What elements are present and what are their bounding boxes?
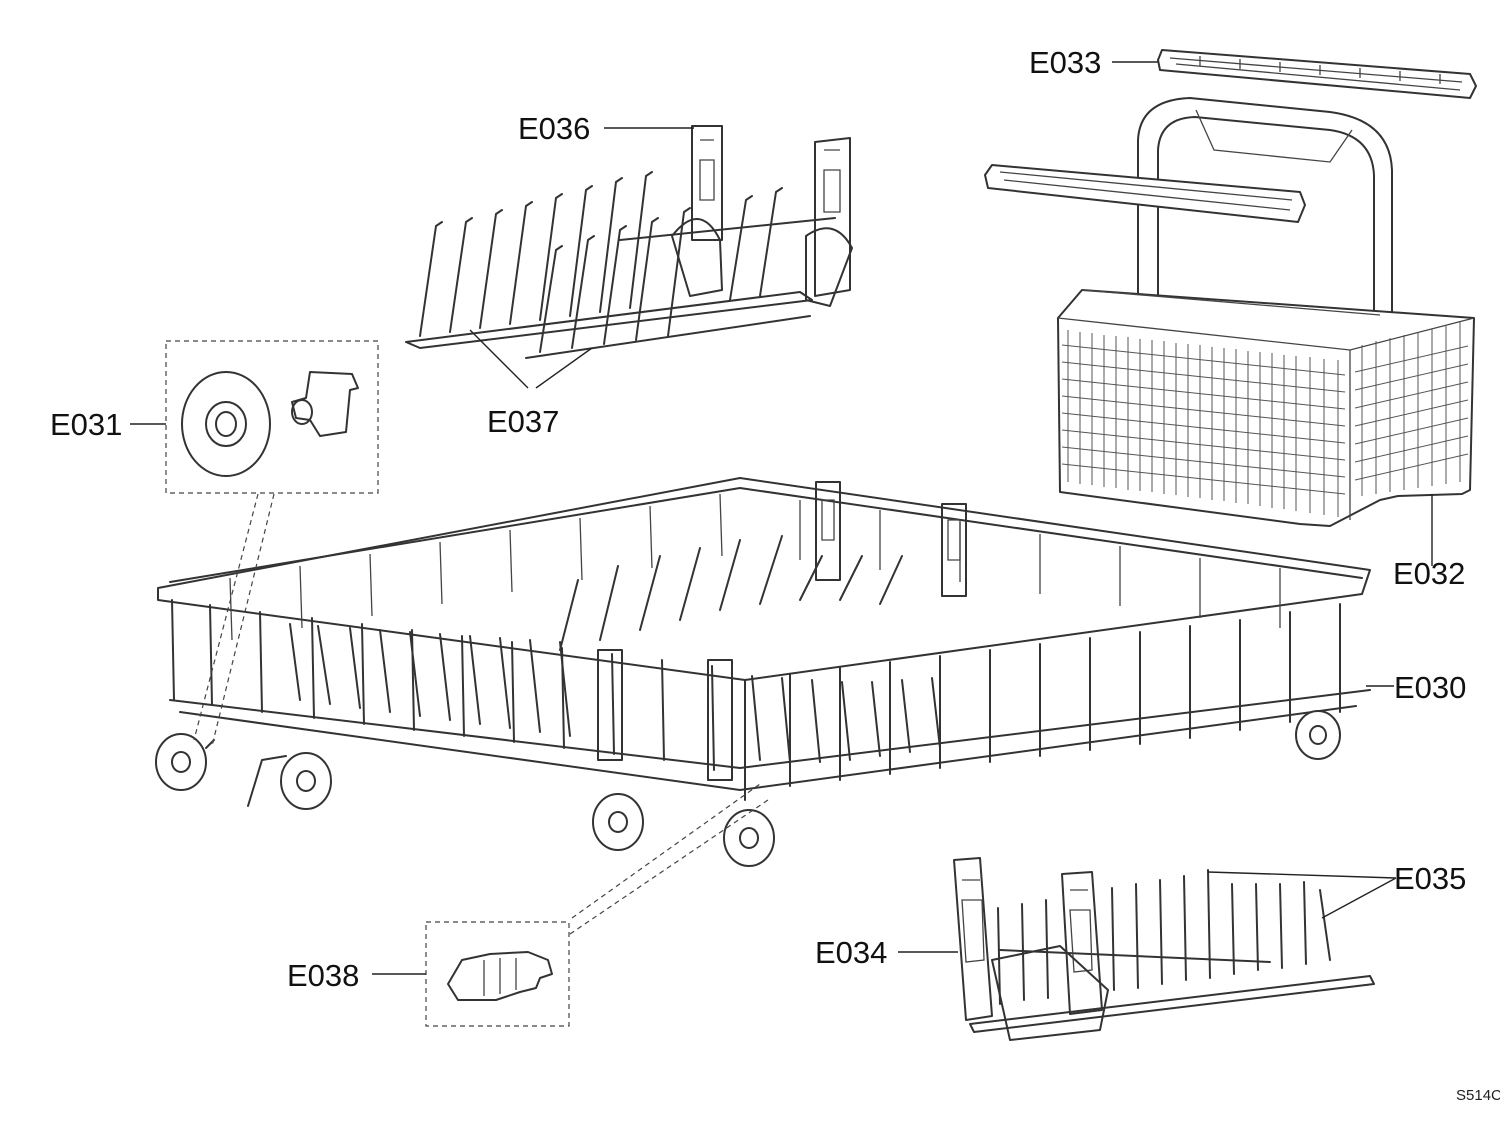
cutlery-lid-top-part	[1157, 49, 1477, 99]
label-e035: E035	[1394, 861, 1466, 896]
lower-basket-part	[155, 477, 1371, 867]
label-e033: E033	[1029, 45, 1101, 80]
label-e038: E038	[287, 958, 359, 993]
label-e032: E032	[1393, 556, 1465, 591]
clip-detail-box	[425, 921, 570, 1027]
label-e037: E037	[487, 404, 559, 439]
drawing-code: S514C	[1456, 1087, 1500, 1104]
label-e030: E030	[1394, 670, 1466, 705]
label-e036: E036	[518, 111, 590, 146]
label-e034: E034	[815, 935, 887, 970]
basket-wheels	[155, 710, 1341, 867]
cutlery-basket-part	[984, 97, 1475, 527]
folding-tine-rack-upper-part	[405, 125, 853, 359]
label-e031: E031	[50, 407, 122, 442]
folding-tine-rack-lower-part	[953, 857, 1375, 1041]
wheel-detail-box	[165, 340, 379, 494]
leader-lines	[130, 61, 1433, 975]
